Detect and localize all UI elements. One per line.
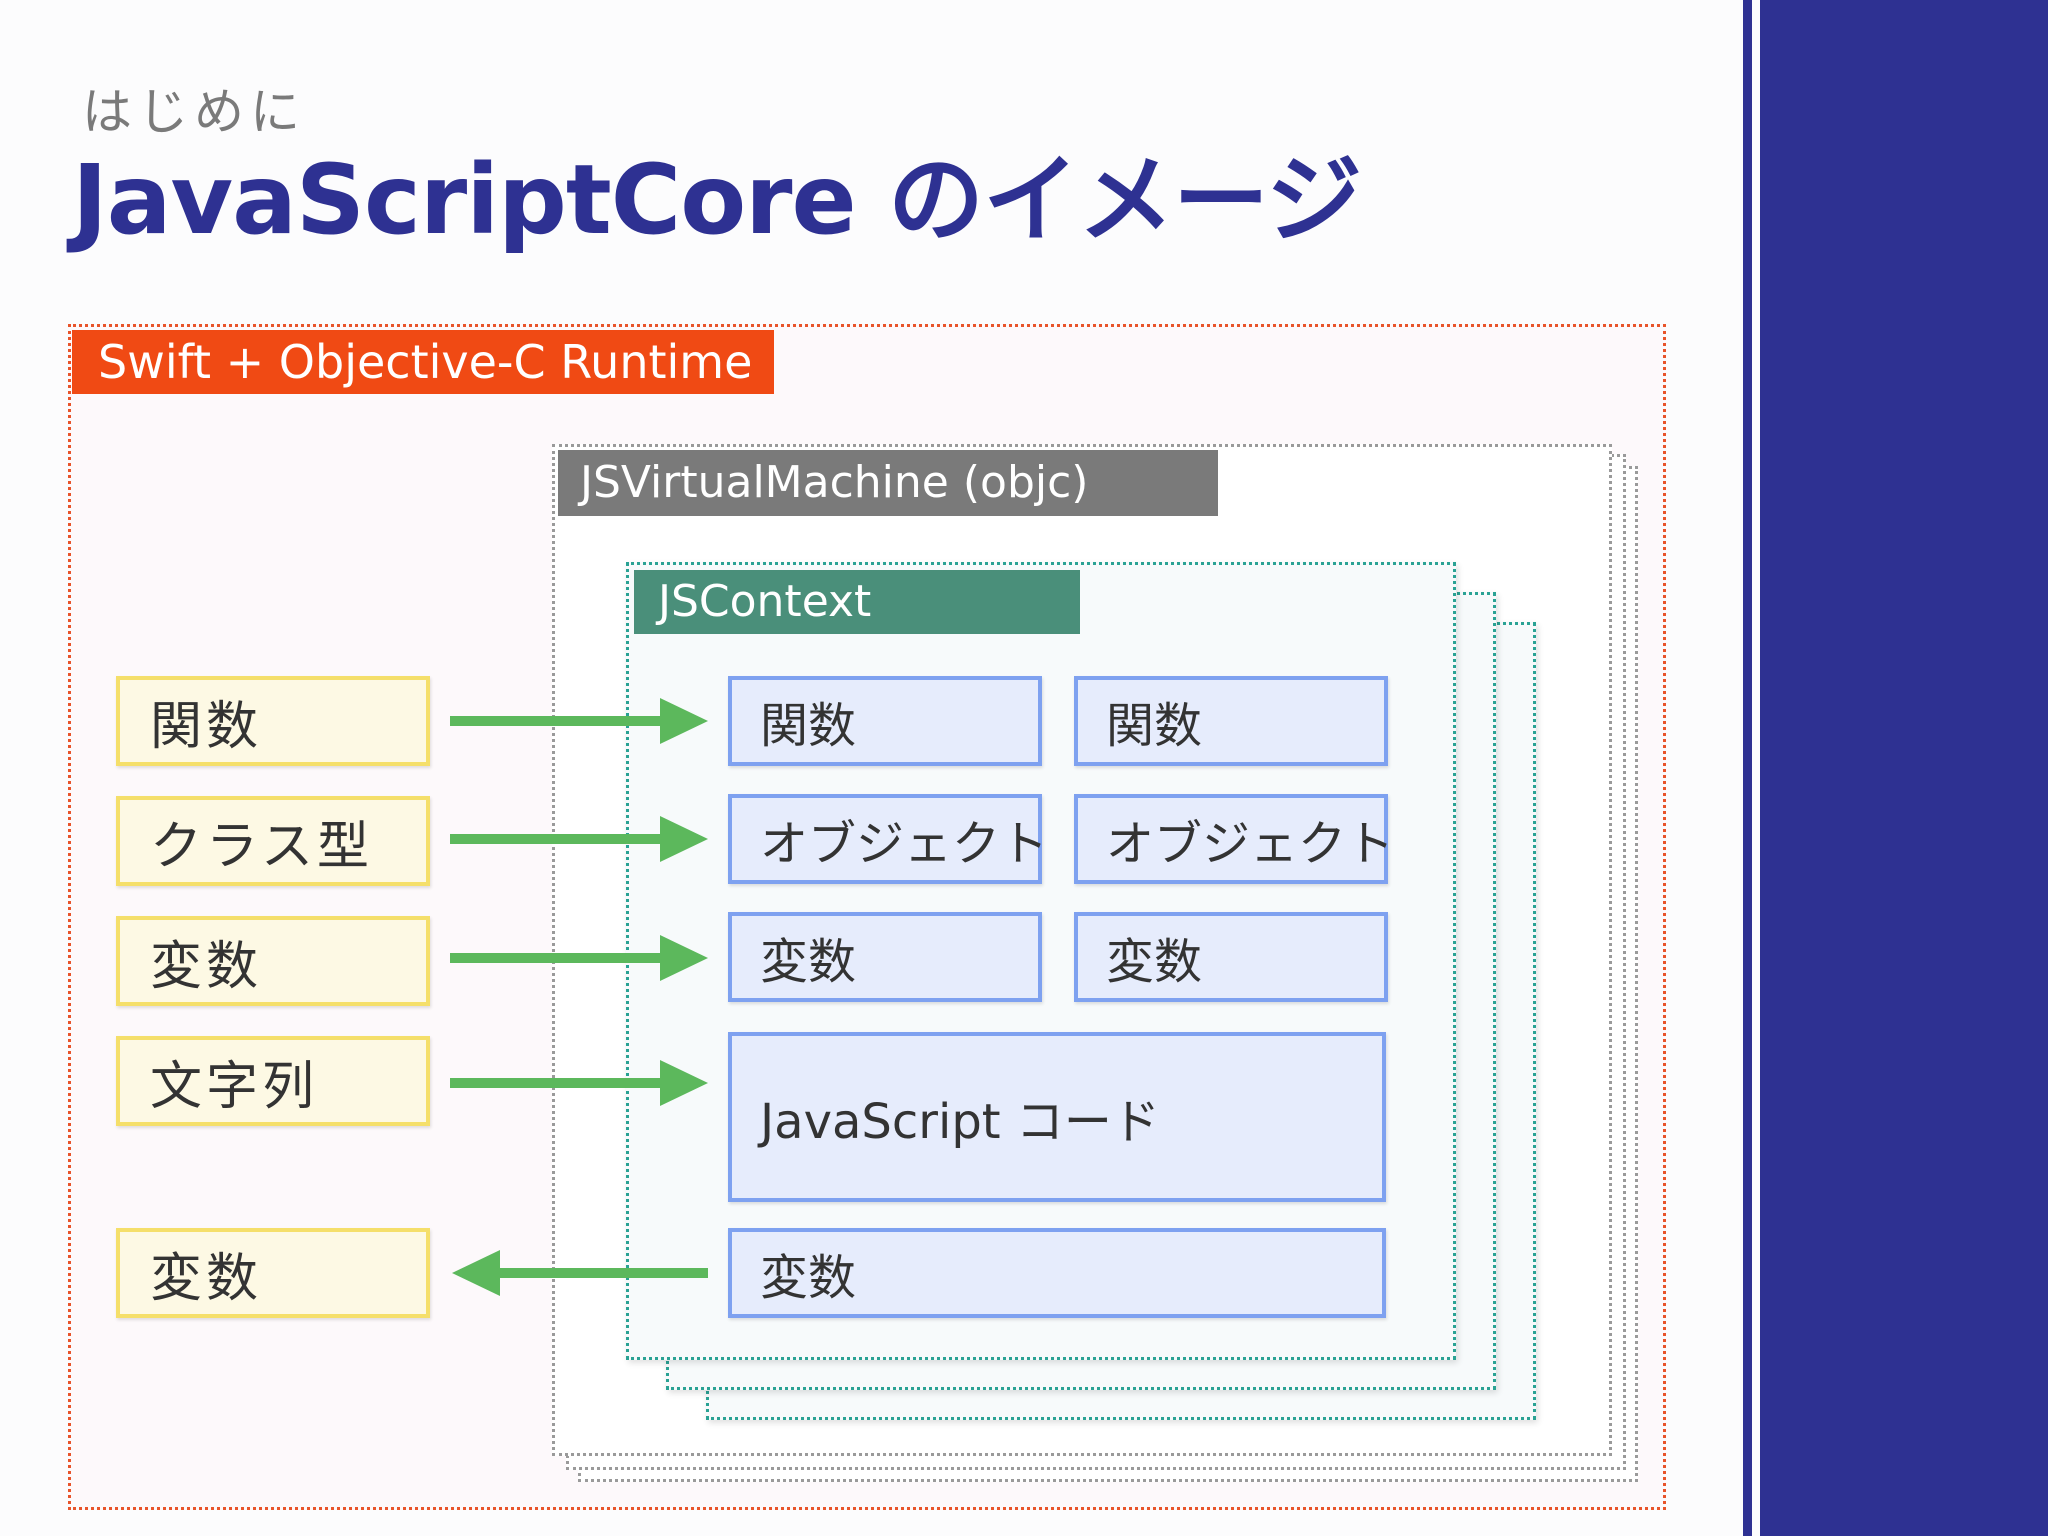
context-object-box: オブジェクト (728, 794, 1048, 884)
native-item-string: 文字列 (116, 1036, 430, 1126)
arrow-right-icon (450, 935, 708, 981)
native-item-class: クラス型 (116, 796, 430, 886)
arrow-right-icon (450, 816, 708, 862)
context-code-box: JavaScript コード (728, 1032, 1386, 1202)
native-item-variable: 変数 (116, 916, 430, 1006)
slide-subtitle: はじめに (82, 83, 306, 141)
sidebar-stripe-wide (1760, 0, 2048, 1536)
context-function-box: 関数 (728, 676, 1042, 766)
arrow-right-icon (450, 1060, 708, 1106)
context-variable-box: 変数 (1074, 912, 1388, 1002)
arrow-right-icon (450, 698, 708, 744)
slide-title: JavaScriptCore のイメージ (72, 144, 1362, 256)
context-label: JSContext (634, 570, 1080, 634)
native-item-output-variable: 変数 (116, 1228, 430, 1318)
context-output-variable-box: 変数 (728, 1228, 1386, 1318)
context-variable-box: 変数 (728, 912, 1042, 1002)
runtime-label: Swift + Objective-C Runtime (72, 330, 774, 394)
vm-label: JSVirtualMachine (objc) (558, 450, 1218, 516)
context-function-box: 関数 (1074, 676, 1388, 766)
sidebar-stripe-thin (1743, 0, 1752, 1536)
context-object-box: オブジェクト (1074, 794, 1394, 884)
native-item-function: 関数 (116, 676, 430, 766)
arrow-left-icon (452, 1250, 708, 1296)
